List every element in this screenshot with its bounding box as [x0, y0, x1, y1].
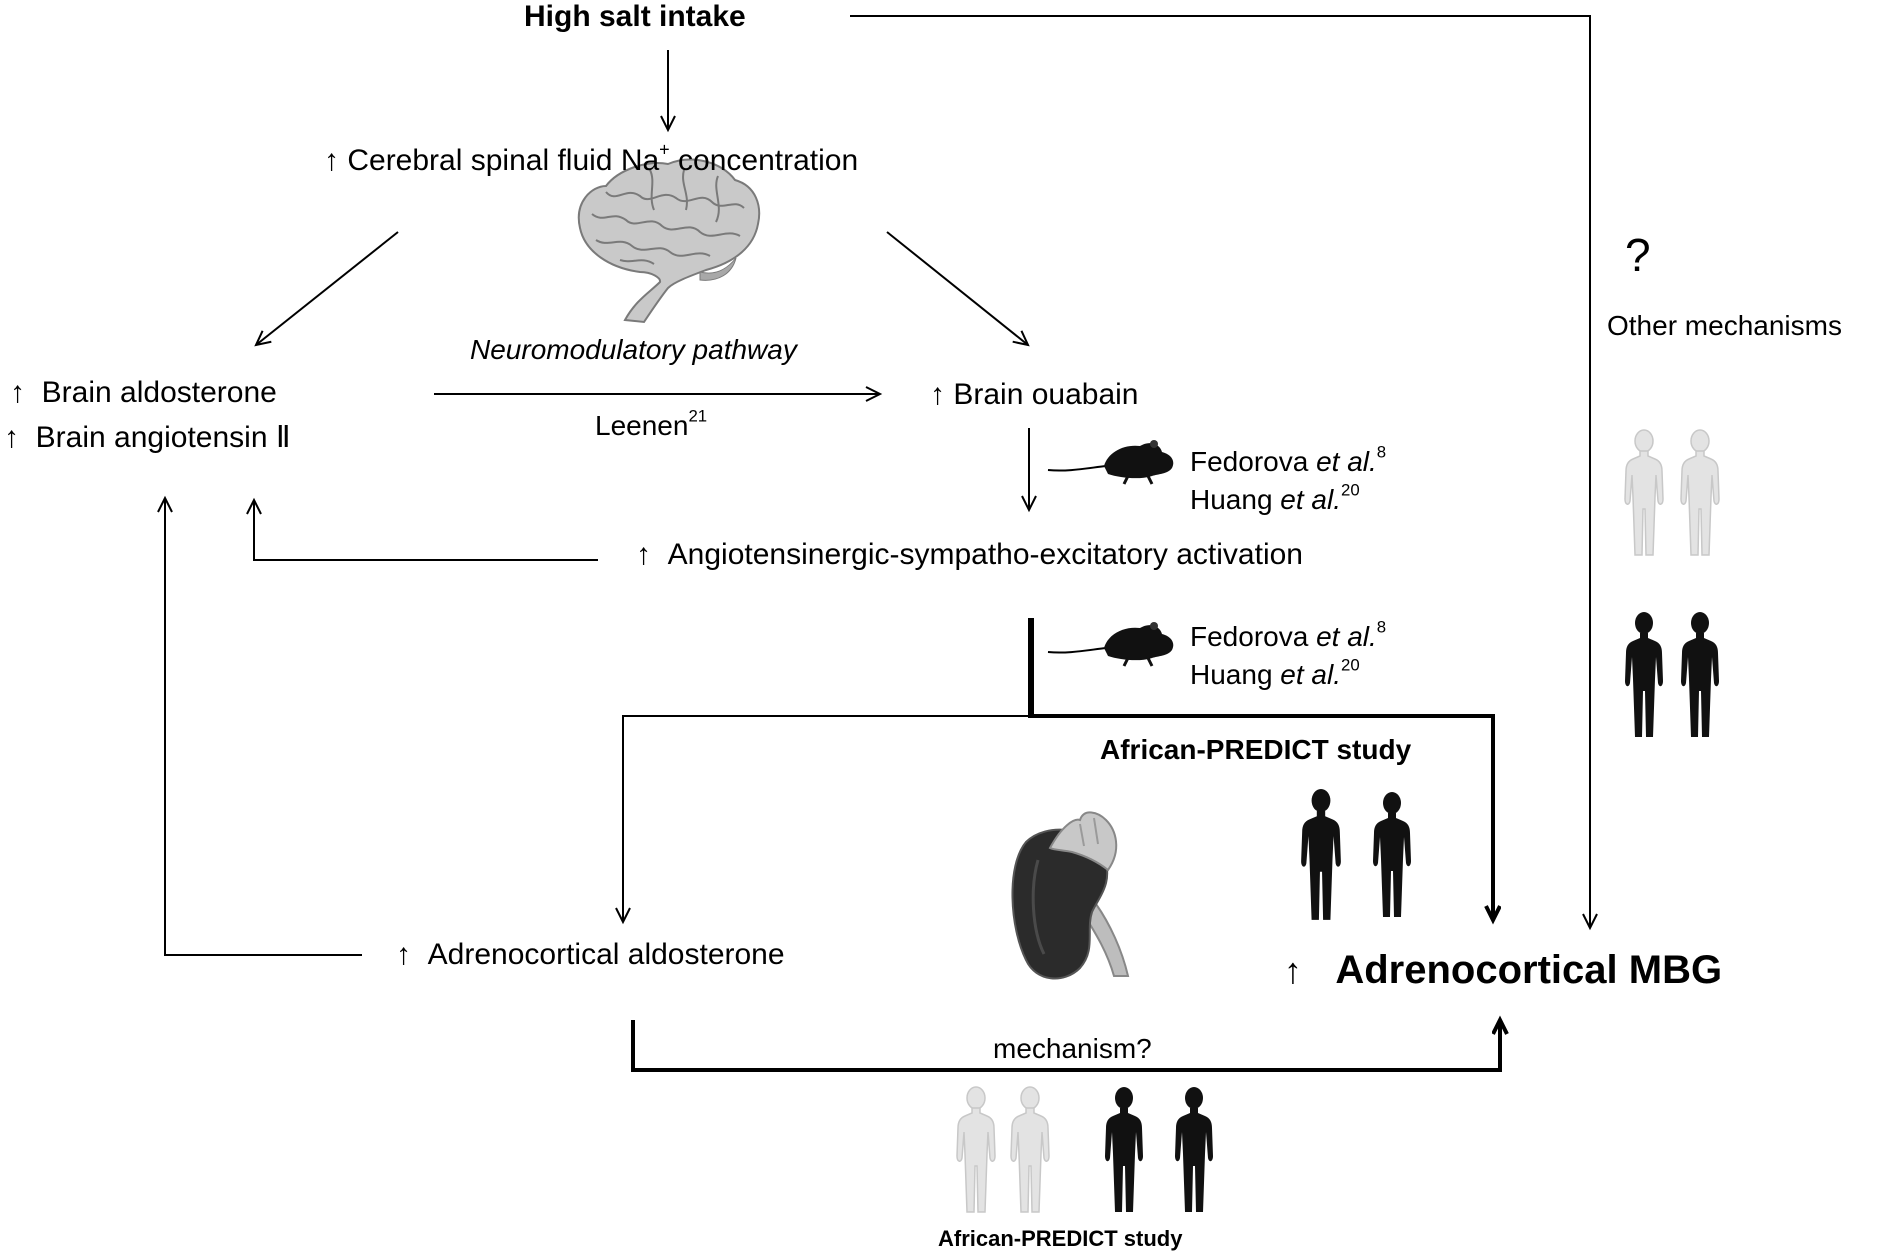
huang-citation-2: Huang et al.20: [1190, 655, 1360, 690]
mouse-icon: [1047, 622, 1174, 667]
question-mark: ?: [1625, 229, 1651, 281]
leenen-citation: Leenen21: [595, 406, 708, 441]
arrows: [157, 15, 1598, 1072]
brain-aldosterone-label: ↑ Brain aldosterone: [10, 376, 277, 409]
angiotensinergic-activation-label: ↑ Angiotensinergic-sympatho-excitatory a…: [636, 538, 1303, 571]
arrow-salt-to-mbg: [850, 15, 1598, 931]
arrow-csf-to-brain-aldosterone: [254, 231, 399, 347]
african-predict-label-bottom: African-PREDICT study: [938, 1226, 1183, 1251]
adrenocortical-aldosterone-label: ↑ Adrenocortical aldosterone: [396, 938, 785, 971]
arrow-to-adrenocortical-mbg: [1031, 714, 1493, 920]
arrow-angiotensinergic-to-brain: [246, 497, 598, 561]
arrow-csf-to-brain-ouabain: [886, 231, 1030, 347]
adrenocortical-mbg-label: ↑ Adrenocortical MBG: [1284, 948, 1723, 992]
mechanism-question-label: mechanism?: [993, 1033, 1152, 1064]
mouse-icon: [1047, 440, 1174, 485]
csf-sodium-label: ↑ Cerebral spinal fluid Na+ concentratio…: [324, 139, 859, 177]
brain-icon: [577, 158, 761, 324]
african-predict-label-top: African-PREDICT study: [1100, 734, 1412, 765]
arrow-aldosterone-to-mbg: [631, 1020, 1500, 1072]
brain-angiotensin-label: ↑ Brain angiotensin Ⅱ: [4, 421, 291, 454]
high-salt-intake-label: High salt intake: [524, 0, 746, 33]
brain-ouabain-label: ↑ Brain ouabain: [930, 378, 1139, 411]
fedorova-citation-1: Fedorova et al.8: [1190, 442, 1387, 477]
huang-citation-1: Huang et al.20: [1190, 480, 1360, 515]
arrow-adrenal-aldosterone-to-brain: [157, 495, 362, 956]
neuromodulatory-pathway-label: Neuromodulatory pathway: [470, 334, 797, 365]
arrow-to-adrenocortical-aldosterone: [615, 715, 1031, 925]
kidney-adrenal-icon: [1011, 811, 1130, 980]
fedorova-citation-2: Fedorova et al.8: [1190, 617, 1387, 652]
other-mechanisms-label: Other mechanisms: [1607, 310, 1842, 341]
